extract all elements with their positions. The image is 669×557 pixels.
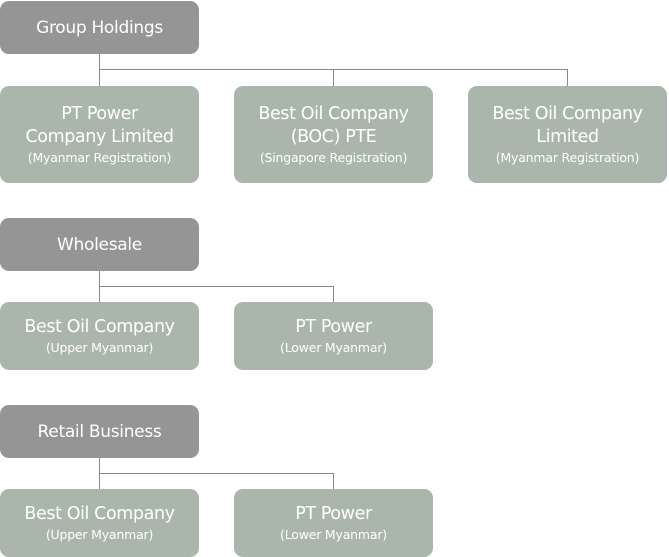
node-name-line2: Limited (536, 126, 599, 147)
best-oil-company-boc-pte-node: Best Oil Company (BOC) PTE (Singapore Re… (234, 86, 433, 183)
connector-line (333, 286, 334, 302)
node-title: Retail Business (37, 421, 162, 442)
connector-line (333, 69, 334, 86)
pt-power-company-limited-node: PT Power Company Limited (Myanmar Regist… (0, 86, 199, 183)
node-note: (Upper Myanmar) (45, 526, 154, 542)
node-note: (Lower Myanmar) (280, 339, 387, 355)
node-name-line1: Best Oil Company (258, 103, 409, 124)
retail-best-oil-company-node: Best Oil Company (Upper Myanmar) (0, 489, 199, 557)
node-note: (Upper Myanmar) (45, 339, 154, 355)
wholesale-node: Wholesale (0, 218, 199, 271)
node-name: Best Oil Company (24, 503, 175, 524)
node-note: (Singapore Registration) (259, 149, 408, 165)
connector-line (333, 473, 334, 489)
node-note: (Myanmar Registration) (495, 149, 640, 165)
best-oil-company-limited-node: Best Oil Company Limited (Myanmar Regist… (468, 86, 667, 183)
node-name-line2: (BOC) PTE (290, 126, 377, 147)
node-title: Group Holdings (36, 17, 163, 38)
wholesale-pt-power-node: PT Power (Lower Myanmar) (234, 302, 433, 370)
connector-line (567, 69, 568, 86)
node-note: (Lower Myanmar) (280, 526, 387, 542)
connector-line (99, 286, 334, 287)
retail-business-node: Retail Business (0, 405, 199, 458)
retail-pt-power-node: PT Power (Lower Myanmar) (234, 489, 433, 557)
node-name: PT Power (295, 316, 372, 337)
node-note: (Myanmar Registration) (27, 149, 172, 165)
node-name: PT Power (295, 503, 372, 524)
wholesale-best-oil-company-node: Best Oil Company (Upper Myanmar) (0, 302, 199, 370)
node-name-line1: PT Power (61, 103, 138, 124)
node-name-line1: Best Oil Company (492, 103, 643, 124)
connector-line (99, 54, 100, 86)
node-title: Wholesale (57, 234, 142, 255)
node-name-line2: Company Limited (25, 126, 174, 147)
group-holdings-node: Group Holdings (0, 1, 199, 54)
node-name: Best Oil Company (24, 316, 175, 337)
connector-line (99, 473, 334, 474)
